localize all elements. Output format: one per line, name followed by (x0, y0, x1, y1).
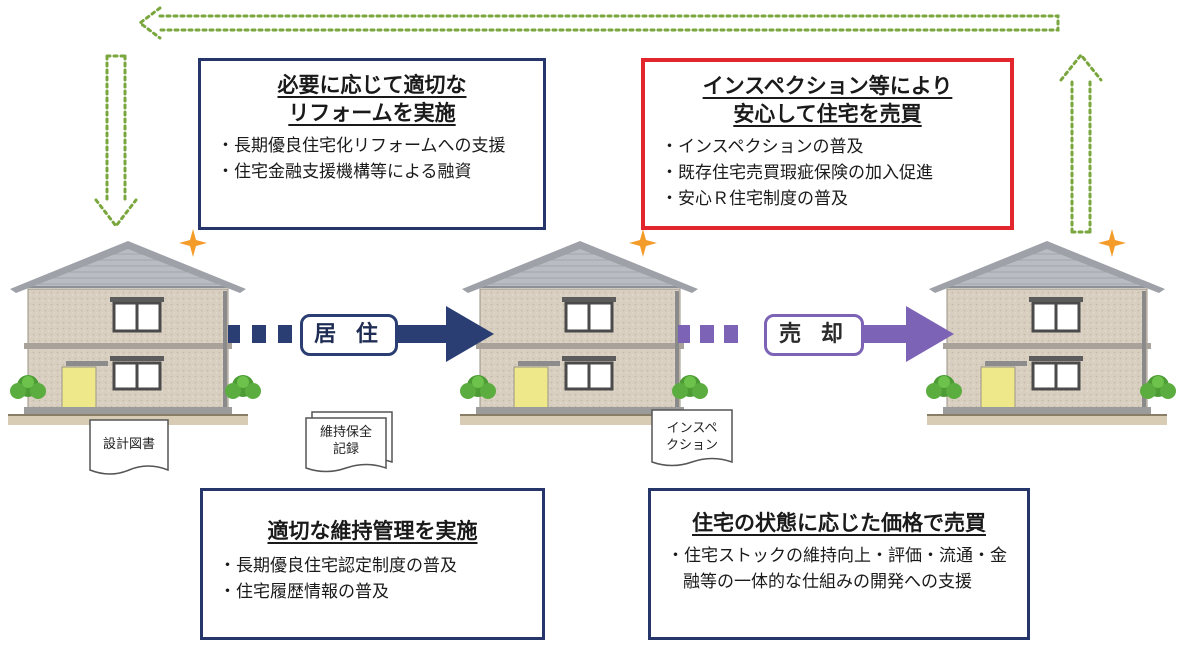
sparkle-icon (629, 229, 657, 257)
sparkle-icon (179, 229, 207, 257)
pricing-box: 住宅の状態に応じた価格で売買 住宅ストックの維持向上・評価・流通・金融等の一体的… (648, 488, 1030, 640)
cycle-arrow (94, 6, 1103, 234)
sparkle-icon (1098, 229, 1126, 257)
house-icon (458, 239, 702, 427)
bush-icon (225, 375, 261, 399)
list-item: 長期優良住宅化リフォームへの支援 (217, 133, 527, 159)
document-label-maintenance-record: 維持保全 記録 (319, 425, 372, 457)
stage-label-residence: 居 住 (300, 314, 398, 356)
list-item: 住宅履歴情報の普及 (219, 579, 526, 605)
list-item: 既存住宅売買瑕疵保険の加入促進 (661, 160, 994, 186)
document-label-design: 設計図書 (102, 437, 155, 452)
document-label-inspection: インスペ クション (665, 421, 718, 453)
list-item: 長期優良住宅認定制度の普及 (219, 553, 526, 579)
list-item: 住宅金融支援機構等による融資 (217, 159, 527, 185)
residence-arrow (228, 306, 494, 362)
list-item: 安心Ｒ住宅制度の普及 (661, 186, 994, 212)
sale-arrow (678, 306, 954, 362)
document-icon (305, 411, 393, 473)
reform-title: 必要に応じて適切な リフォームを実施 (277, 73, 467, 125)
maintenance-box: 適切な維持管理を実施 長期優良住宅認定制度の普及 住宅履歴情報の普及 (200, 488, 545, 640)
document-icon (651, 409, 733, 467)
reform-box: 必要に応じて適切な リフォームを実施 長期優良住宅化リフォームへの支援 住宅金融… (198, 58, 546, 230)
list-item: 住宅ストックの維持向上・評価・流通・金融等の一体的な仕組みの開発への支援 (667, 543, 1011, 595)
maintenance-title: 適切な維持管理を実施 (267, 519, 478, 543)
document-icon (89, 419, 169, 475)
stage-label-sale: 売 却 (764, 314, 864, 356)
inspection-box: インスペクション等により 安心して住宅を売買 インスペクションの普及 既存住宅売… (641, 58, 1014, 230)
inspection-title: インスペクション等により 安心して住宅を売買 (702, 74, 953, 126)
house-icon (6, 239, 250, 427)
house-icon (925, 239, 1169, 427)
pricing-title: 住宅の状態に応じた価格で売買 (692, 511, 986, 535)
list-item: インスペクションの普及 (661, 134, 994, 160)
